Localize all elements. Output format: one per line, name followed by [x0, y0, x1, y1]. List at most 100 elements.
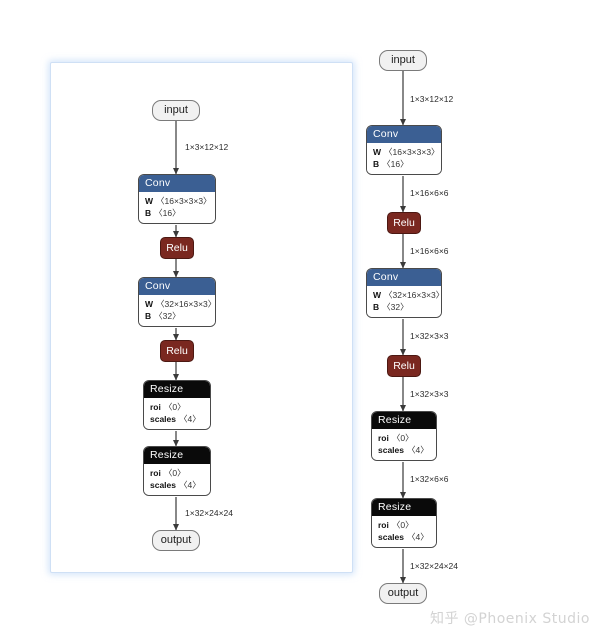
node-output[interactable]: output — [379, 583, 427, 604]
node-attr-key: B — [373, 159, 380, 169]
node-attr-key: B — [145, 208, 152, 218]
node-body-resize2: roi〈0〉scales〈4〉 — [144, 464, 210, 495]
node-header-conv2: Conv — [367, 269, 441, 286]
edge-label-conv1-to-relu1: 1×16×6×6 — [410, 188, 449, 198]
node-header-resize1: Resize — [372, 412, 436, 429]
edge-label-input-to-conv1: 1×3×12×12 — [185, 142, 229, 152]
node-attr-key: B — [373, 302, 380, 312]
node-attr-resize2-0: roi〈0〉 — [378, 519, 430, 531]
node-attr-value: 〈4〉 — [407, 532, 429, 542]
node-attr-value: 〈32×16×3×3〉 — [156, 299, 216, 309]
node-header-resize2: Resize — [372, 499, 436, 516]
node-attr-value: 〈16〉 — [382, 159, 409, 169]
node-label-relu2: Relu — [393, 360, 415, 372]
node-header-conv2: Conv — [139, 278, 215, 295]
node-body-conv2: W〈32×16×3×3〉B〈32〉 — [367, 286, 441, 317]
node-input[interactable]: input — [152, 100, 200, 121]
node-attr-value: 〈4〉 — [179, 480, 201, 490]
node-attr-conv1-1: B〈16〉 — [145, 207, 209, 219]
node-attr-key: scales — [150, 414, 176, 424]
node-label-input: input — [391, 54, 415, 66]
node-attr-conv1-0: W〈16×3×3×3〉 — [145, 195, 212, 207]
node-relu2[interactable]: Relu — [160, 340, 194, 362]
edge-label-resize2-to-output: 1×32×24×24 — [410, 561, 458, 571]
node-attr-value: 〈32〉 — [382, 302, 409, 312]
node-output[interactable]: output — [152, 530, 200, 551]
node-label-output: output — [160, 534, 192, 546]
node-body-conv1: W〈16×3×3×3〉B〈16〉 — [139, 192, 215, 223]
node-relu1[interactable]: Relu — [160, 237, 194, 259]
node-attr-resize1-1: scales〈4〉 — [150, 413, 204, 425]
node-label-relu1: Relu — [393, 217, 415, 229]
node-attr-resize1-1: scales〈4〉 — [378, 444, 430, 456]
node-attr-value: 〈0〉 — [163, 402, 186, 412]
edge-label-input-to-conv1: 1×3×12×12 — [410, 94, 454, 104]
node-attr-value: 〈0〉 — [391, 520, 414, 530]
node-attr-resize1-0: roi〈0〉 — [150, 401, 204, 413]
edge-label-resize2-to-output: 1×32×24×24 — [185, 508, 233, 518]
node-attr-conv1-0: W〈16×3×3×3〉 — [373, 146, 440, 158]
edge-label-conv2-to-relu2: 1×32×3×3 — [410, 331, 449, 341]
node-attr-key: roi — [150, 402, 161, 412]
node-attr-value: 〈16〉 — [154, 208, 181, 218]
node-input[interactable]: input — [379, 50, 427, 71]
node-attr-value: 〈32〉 — [154, 311, 181, 321]
node-attr-resize2-1: scales〈4〉 — [150, 479, 204, 491]
node-attr-conv2-1: B〈32〉 — [145, 310, 209, 322]
node-attr-conv2-1: B〈32〉 — [373, 301, 435, 313]
node-attr-value: 〈16×3×3×3〉 — [156, 196, 212, 206]
node-body-resize1: roi〈0〉scales〈4〉 — [144, 398, 210, 429]
node-body-resize2: roi〈0〉scales〈4〉 — [372, 516, 436, 547]
edge-label-relu1-to-conv2: 1×16×6×6 — [410, 246, 449, 256]
node-attr-value: 〈32×16×3×3〉 — [384, 290, 442, 300]
node-header-resize2: Resize — [144, 447, 210, 464]
node-body-conv2: W〈32×16×3×3〉B〈32〉 — [139, 295, 215, 326]
node-attr-key: roi — [378, 433, 389, 443]
node-header-resize1: Resize — [144, 381, 210, 398]
watermark: 知乎 @Phoenix Studio — [429, 611, 590, 627]
node-label-output: output — [387, 587, 419, 599]
node-attr-conv2-0: W〈32×16×3×3〉 — [373, 289, 441, 301]
node-body-resize1: roi〈0〉scales〈4〉 — [372, 429, 436, 460]
node-attr-key: scales — [378, 445, 404, 455]
node-attr-value: 〈4〉 — [407, 445, 429, 455]
node-attr-value: 〈0〉 — [391, 433, 414, 443]
node-attr-resize2-0: roi〈0〉 — [150, 467, 204, 479]
node-label-relu1: Relu — [166, 242, 188, 254]
node-attr-key: W — [373, 147, 382, 157]
edge-label-relu2-to-resize1: 1×32×3×3 — [410, 389, 449, 399]
node-label-input: input — [164, 104, 188, 116]
node-body-conv1: W〈16×3×3×3〉B〈16〉 — [367, 143, 441, 174]
node-attr-conv1-1: B〈16〉 — [373, 158, 435, 170]
node-attr-value: 〈0〉 — [163, 468, 186, 478]
node-attr-key: W — [145, 299, 154, 309]
node-attr-resize1-0: roi〈0〉 — [378, 432, 430, 444]
node-attr-key: roi — [150, 468, 161, 478]
node-attr-value: 〈4〉 — [179, 414, 201, 424]
node-header-conv1: Conv — [367, 126, 441, 143]
node-attr-conv2-0: W〈32×16×3×3〉 — [145, 298, 215, 310]
node-attr-value: 〈16×3×3×3〉 — [384, 147, 440, 157]
node-label-relu2: Relu — [166, 345, 188, 357]
node-relu2[interactable]: Relu — [387, 355, 421, 377]
node-attr-key: scales — [150, 480, 176, 490]
edge-label-resize1-to-resize2: 1×32×6×6 — [410, 474, 449, 484]
node-relu1[interactable]: Relu — [387, 212, 421, 234]
node-attr-key: scales — [378, 532, 404, 542]
node-attr-key: W — [373, 290, 382, 300]
node-attr-key: roi — [378, 520, 389, 530]
node-attr-key: B — [145, 311, 152, 321]
node-attr-key: W — [145, 196, 154, 206]
node-header-conv1: Conv — [139, 175, 215, 192]
